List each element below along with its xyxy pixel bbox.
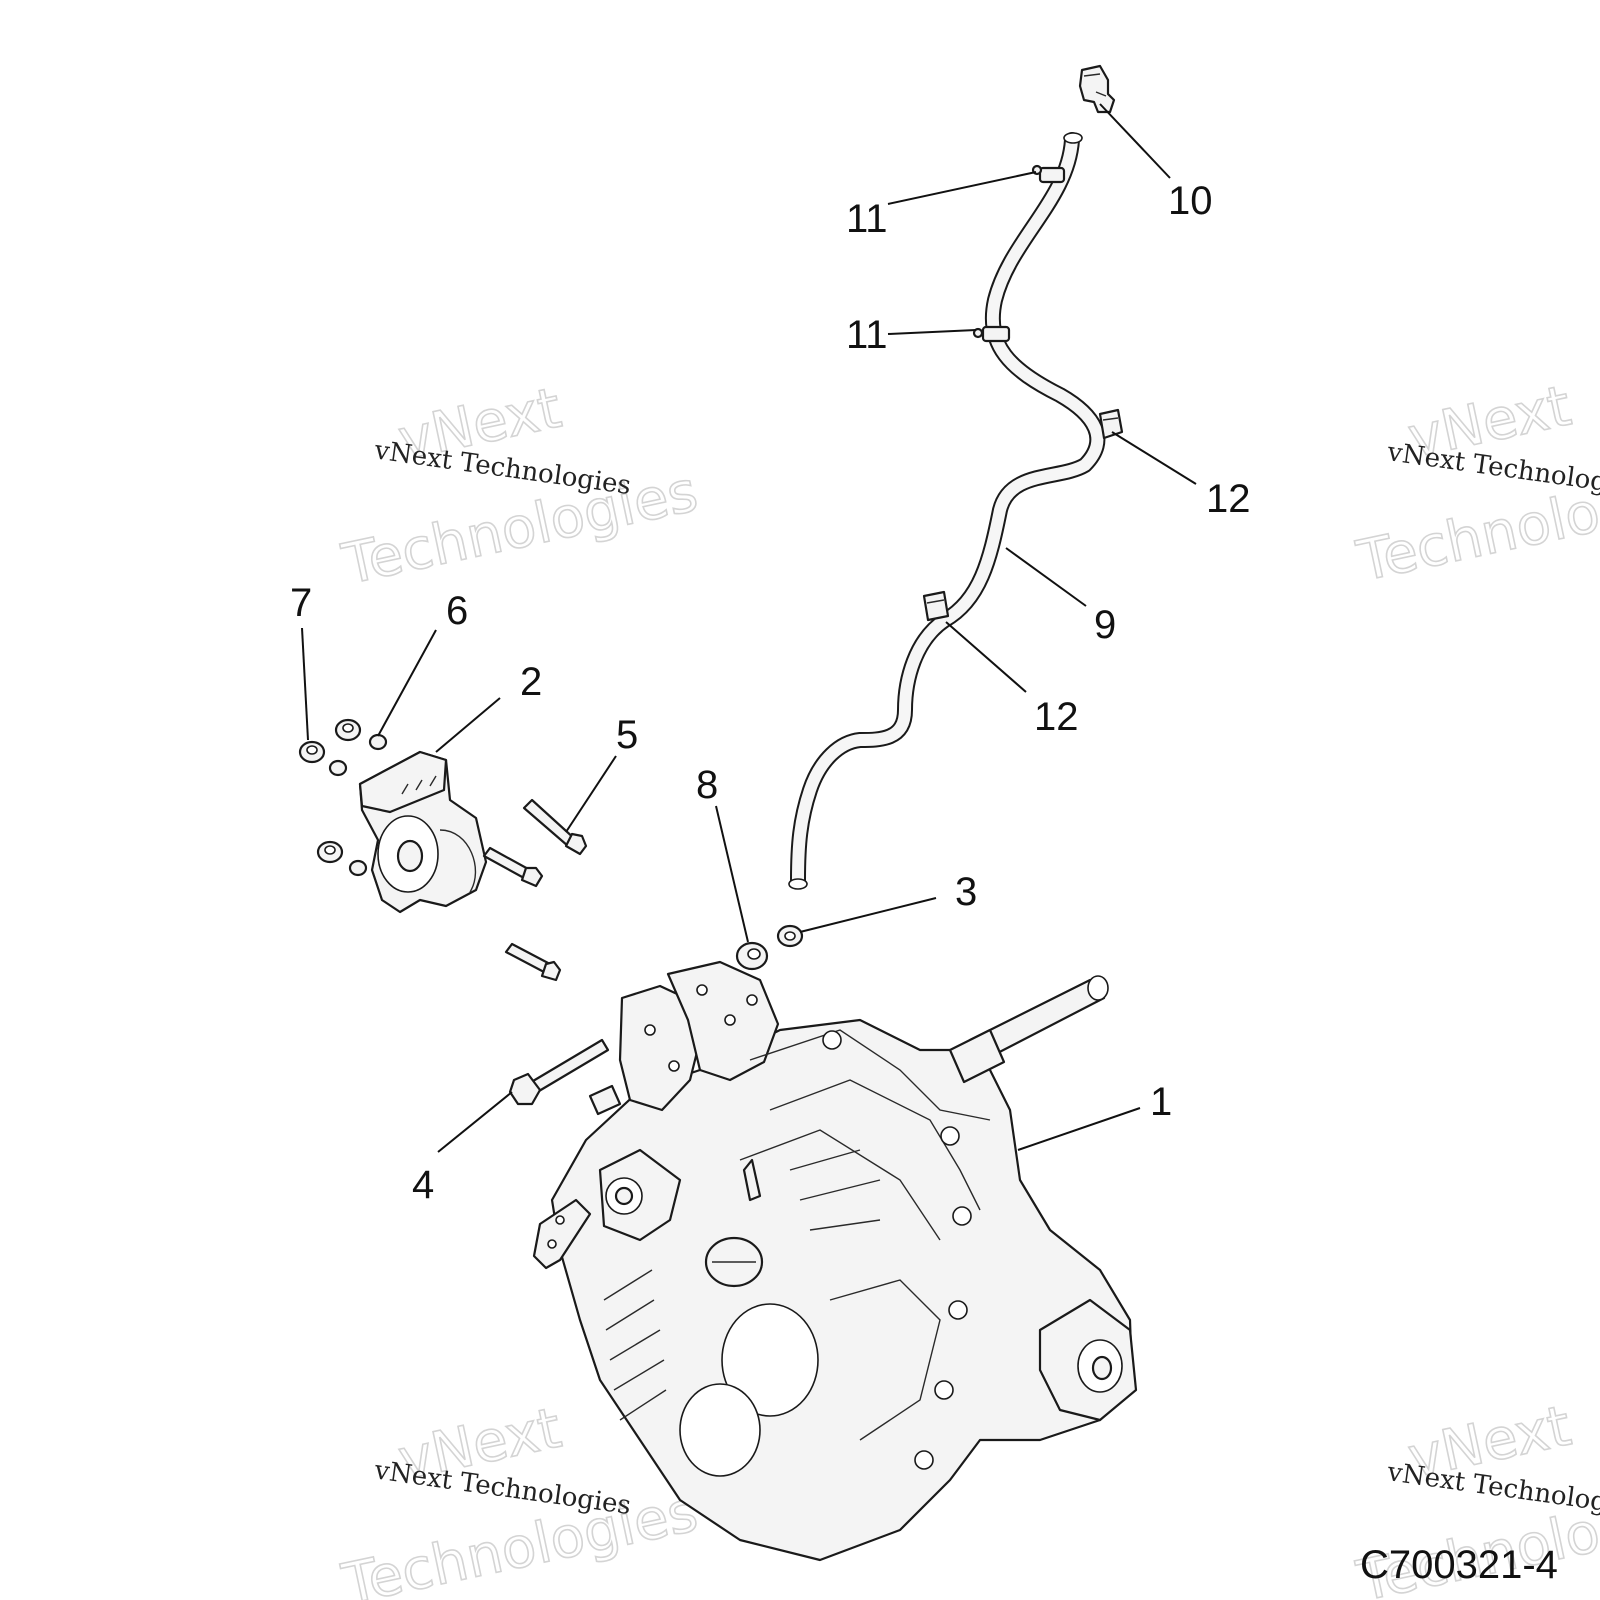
leader-1 (1017, 1107, 1141, 1151)
callout-1: 1 (1150, 1080, 1172, 1124)
callout-11-upper: 11 (846, 197, 888, 241)
leader-5 (565, 755, 617, 833)
bolt-part-5-bottom (504, 942, 562, 982)
leader-4 (437, 1091, 513, 1153)
callout-12-upper: 12 (1206, 477, 1251, 521)
leader-7 (301, 627, 309, 741)
hose-clip-part-11-upper (1031, 164, 1066, 184)
leader-lines (301, 103, 1197, 1153)
leader-12-upper (1111, 431, 1197, 485)
hose-clamp-part-12-upper (1098, 408, 1124, 440)
vent-cap-part-10 (1078, 64, 1116, 114)
bolt-part-5-upper (522, 798, 588, 856)
leader-6 (377, 629, 437, 737)
leader-9 (1005, 547, 1087, 607)
bolt-part-4 (508, 1038, 610, 1106)
washer-part-6-mid (328, 759, 348, 777)
nut-part-7-lower (316, 840, 344, 864)
callout-8: 8 (696, 763, 718, 807)
clamp-part-3 (776, 924, 804, 948)
vent-hose-part-9 (788, 132, 1106, 890)
leader-10 (1099, 103, 1171, 179)
callout-5: 5 (616, 713, 638, 757)
callout-10: 10 (1168, 179, 1213, 223)
callout-3: 3 (955, 870, 977, 914)
washer-part-6-lower (348, 859, 368, 877)
bolt-part-5-lower (482, 846, 544, 888)
figure-code: C700321-4 (1360, 1543, 1558, 1587)
leader-3 (799, 897, 937, 933)
leader-8 (715, 805, 749, 943)
washer-part-6-upper (368, 733, 388, 751)
grommet-part-8 (735, 941, 769, 971)
leader-11-upper (887, 171, 1037, 205)
nut-part-7-mid (334, 718, 362, 742)
callout-4: 4 (412, 1163, 434, 1207)
hose-clip-part-11-lower (972, 325, 1011, 343)
callout-6: 6 (446, 589, 468, 633)
nut-part-7-upper (298, 740, 326, 764)
engine-mount-part-2 (358, 750, 488, 914)
leader-12-lower (945, 621, 1027, 693)
leader-2 (435, 697, 501, 753)
callout-7: 7 (290, 581, 312, 625)
transmission-part-1 (532, 960, 1138, 1562)
callout-9: 9 (1094, 603, 1116, 647)
leader-11-lower (887, 329, 977, 335)
hose-clamp-part-12-lower (922, 590, 950, 622)
callout-2: 2 (520, 660, 542, 704)
callout-11-lower: 11 (846, 313, 888, 357)
callout-12-lower: 12 (1034, 695, 1079, 739)
